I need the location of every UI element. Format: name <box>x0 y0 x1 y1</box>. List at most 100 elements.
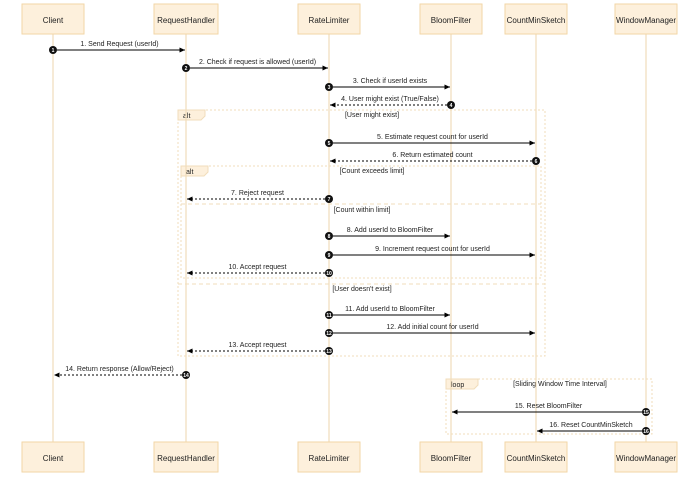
sequence-number: 4 <box>450 103 453 109</box>
message-label: 13. Accept request <box>229 342 287 349</box>
participant-label: RequestHandler <box>157 16 215 25</box>
participant-countminsketch-top: CountMinSketch <box>504 3 568 35</box>
sequence-number: 2 <box>185 66 188 72</box>
message-14: 14. Return response (Allow/Reject)14 <box>54 366 190 379</box>
sequence-number-badge <box>325 347 333 355</box>
participant-label: WindowManager <box>616 16 676 25</box>
message-label: 11. Add userId to BloomFilter <box>345 306 435 313</box>
sequence-number: 16 <box>643 429 649 435</box>
message-label: 8. Add userId to BloomFilter <box>347 227 434 234</box>
participant-windowmanager-top: WindowManager <box>614 3 678 35</box>
message-16: 16. Reset CountMinSketch 16 <box>537 422 650 435</box>
participant-box <box>614 3 678 35</box>
sequence-number-badge <box>447 101 455 109</box>
participant-box <box>21 3 85 35</box>
participant-box <box>419 3 483 35</box>
participant-box <box>153 3 219 35</box>
fragment-operator: loop <box>451 382 464 389</box>
participant-ratelimiter-top: RateLimiter <box>297 3 361 35</box>
sequence-number: 3 <box>328 85 331 91</box>
message-label: 10. Accept request <box>229 264 287 271</box>
sequence-number-badge <box>325 195 333 203</box>
sequence-number: 7 <box>328 197 331 203</box>
fragment-border <box>180 165 542 279</box>
participant-requesthandler-bottom: RequestHandler <box>153 441 219 473</box>
message-12: 12. Add initial count for userId 12 <box>325 324 535 337</box>
message-label: 15. Reset BloomFilter <box>515 403 583 410</box>
sequence-number-badge <box>642 408 650 416</box>
participant-label: CountMinSketch <box>507 16 566 25</box>
message-label: 14. Return response (Allow/Reject) <box>65 366 174 373</box>
fragment-tag <box>445 378 479 390</box>
fragment-tag <box>177 109 206 121</box>
sequence-number: 6 <box>535 159 538 165</box>
participant-label: BloomFilter <box>431 454 472 463</box>
message-9: 9. Increment request count for userId 9 <box>325 246 535 259</box>
fragment-loop: loop <box>445 378 653 435</box>
message-label: 16. Reset CountMinSketch <box>549 422 632 429</box>
message-4: 4. User might exist (True/False) 4 <box>330 96 455 109</box>
message-label: 1. Send Request (userId) <box>80 41 158 48</box>
sequence-number-badge <box>325 311 333 319</box>
message-7: 7. Reject request 7 <box>187 190 333 203</box>
message-label: 2. Check if request is allowed (userId) <box>199 59 316 66</box>
participant-label: RateLimiter <box>309 454 350 463</box>
participant-requesthandler-top: RequestHandler <box>153 3 219 35</box>
sequence-number: 12 <box>326 331 332 337</box>
sequence-number-badge <box>325 269 333 277</box>
message-8: 8. Add userId to BloomFilter 8 <box>325 227 450 240</box>
participant-bloomfilter-bottom: BloomFilter <box>419 441 483 473</box>
fragment-operator: alt <box>186 169 193 176</box>
guard-condition: [User doesn't exist] <box>332 286 391 293</box>
message-6: 6. Return estimated count 6 <box>330 152 540 165</box>
participant-box <box>614 441 678 473</box>
sequence-number: 1 <box>52 48 55 54</box>
sequence-number-badge <box>182 64 190 72</box>
participant-box <box>419 441 483 473</box>
guard-condition: [User might exist] <box>345 112 399 119</box>
participant-bloomfilter-top: BloomFilter <box>419 3 483 35</box>
message-label: 4. User might exist (True/False) <box>341 96 439 103</box>
participant-label: CountMinSketch <box>507 454 566 463</box>
message-1: 1. Send Request (userId) 1 <box>49 41 185 54</box>
participant-label: RateLimiter <box>309 16 350 25</box>
sequence-number: 13 <box>326 349 332 355</box>
sequence-number-badge <box>642 427 650 435</box>
fragment-alt: alt <box>180 165 542 279</box>
participant-client-bottom: Client <box>21 441 85 473</box>
message-label: 6. Return estimated count <box>392 152 472 159</box>
participant-box <box>153 441 219 473</box>
sequence-number: 9 <box>328 253 331 259</box>
participant-box <box>504 441 568 473</box>
fragment-operator: alt <box>183 113 190 120</box>
participant-countminsketch-bottom: CountMinSketch <box>504 441 568 473</box>
sequence-number-badge <box>182 371 190 379</box>
message-label: 7. Reject request <box>231 190 284 197</box>
participant-label: Client <box>43 16 64 25</box>
sequence-number: 8 <box>328 234 331 240</box>
guard-condition: [Sliding Window Time Interval] <box>513 381 607 388</box>
sequence-number-badge <box>325 83 333 91</box>
fragment-border <box>445 378 653 435</box>
message-label: 12. Add initial count for userId <box>386 324 478 331</box>
sequence-number-badge <box>532 157 540 165</box>
participant-label: WindowManager <box>616 454 676 463</box>
guard-condition: [Count within limit] <box>334 207 391 214</box>
sequence-number-badge <box>325 232 333 240</box>
fragment-border <box>177 109 546 357</box>
message-label: 9. Increment request count for userId <box>375 246 490 253</box>
message-2: 2. Check if request is allowed (userId) 2 <box>182 59 328 72</box>
message-13: 13. Accept request 13 <box>187 342 333 355</box>
fragment-alt: alt <box>177 109 546 357</box>
participant-box <box>297 441 361 473</box>
sequence-number-badge <box>325 139 333 147</box>
sequence-number-badge <box>49 46 57 54</box>
participant-box <box>297 3 361 35</box>
participant-label: Client <box>43 454 64 463</box>
